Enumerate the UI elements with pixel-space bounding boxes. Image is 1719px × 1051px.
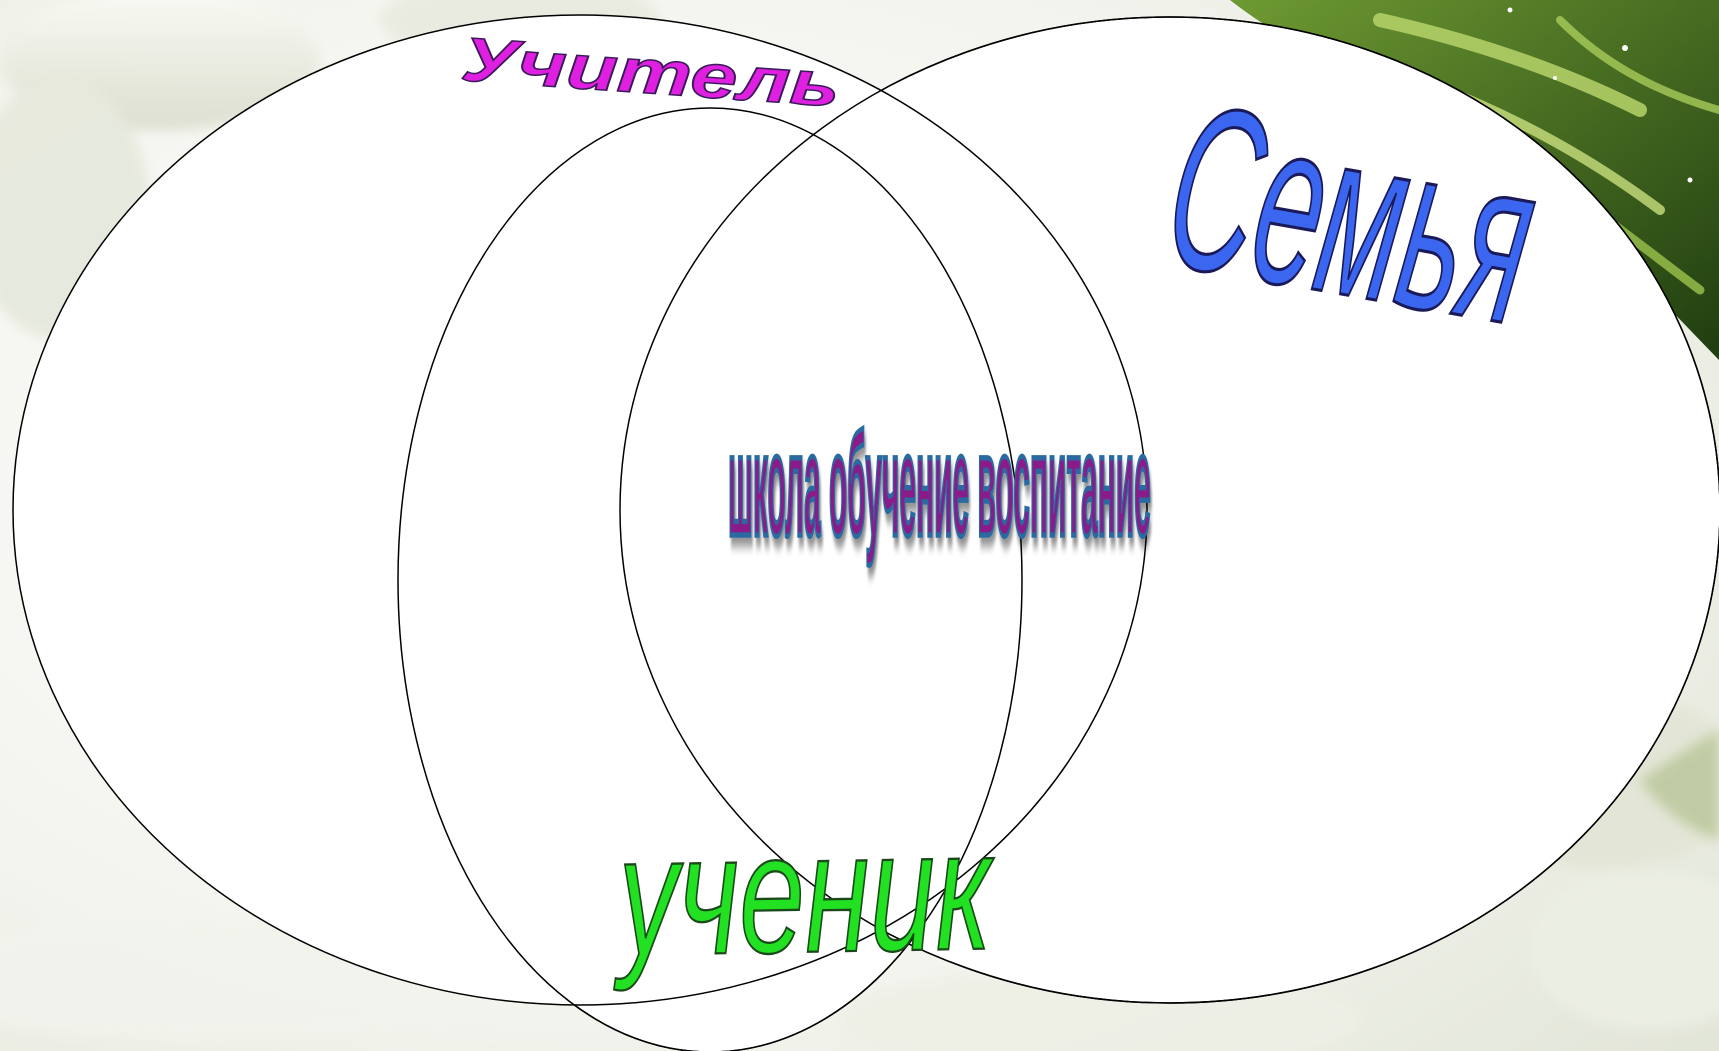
label-center: школа обучение воспитание [728,403,1151,566]
label-student: ученик [610,795,997,993]
